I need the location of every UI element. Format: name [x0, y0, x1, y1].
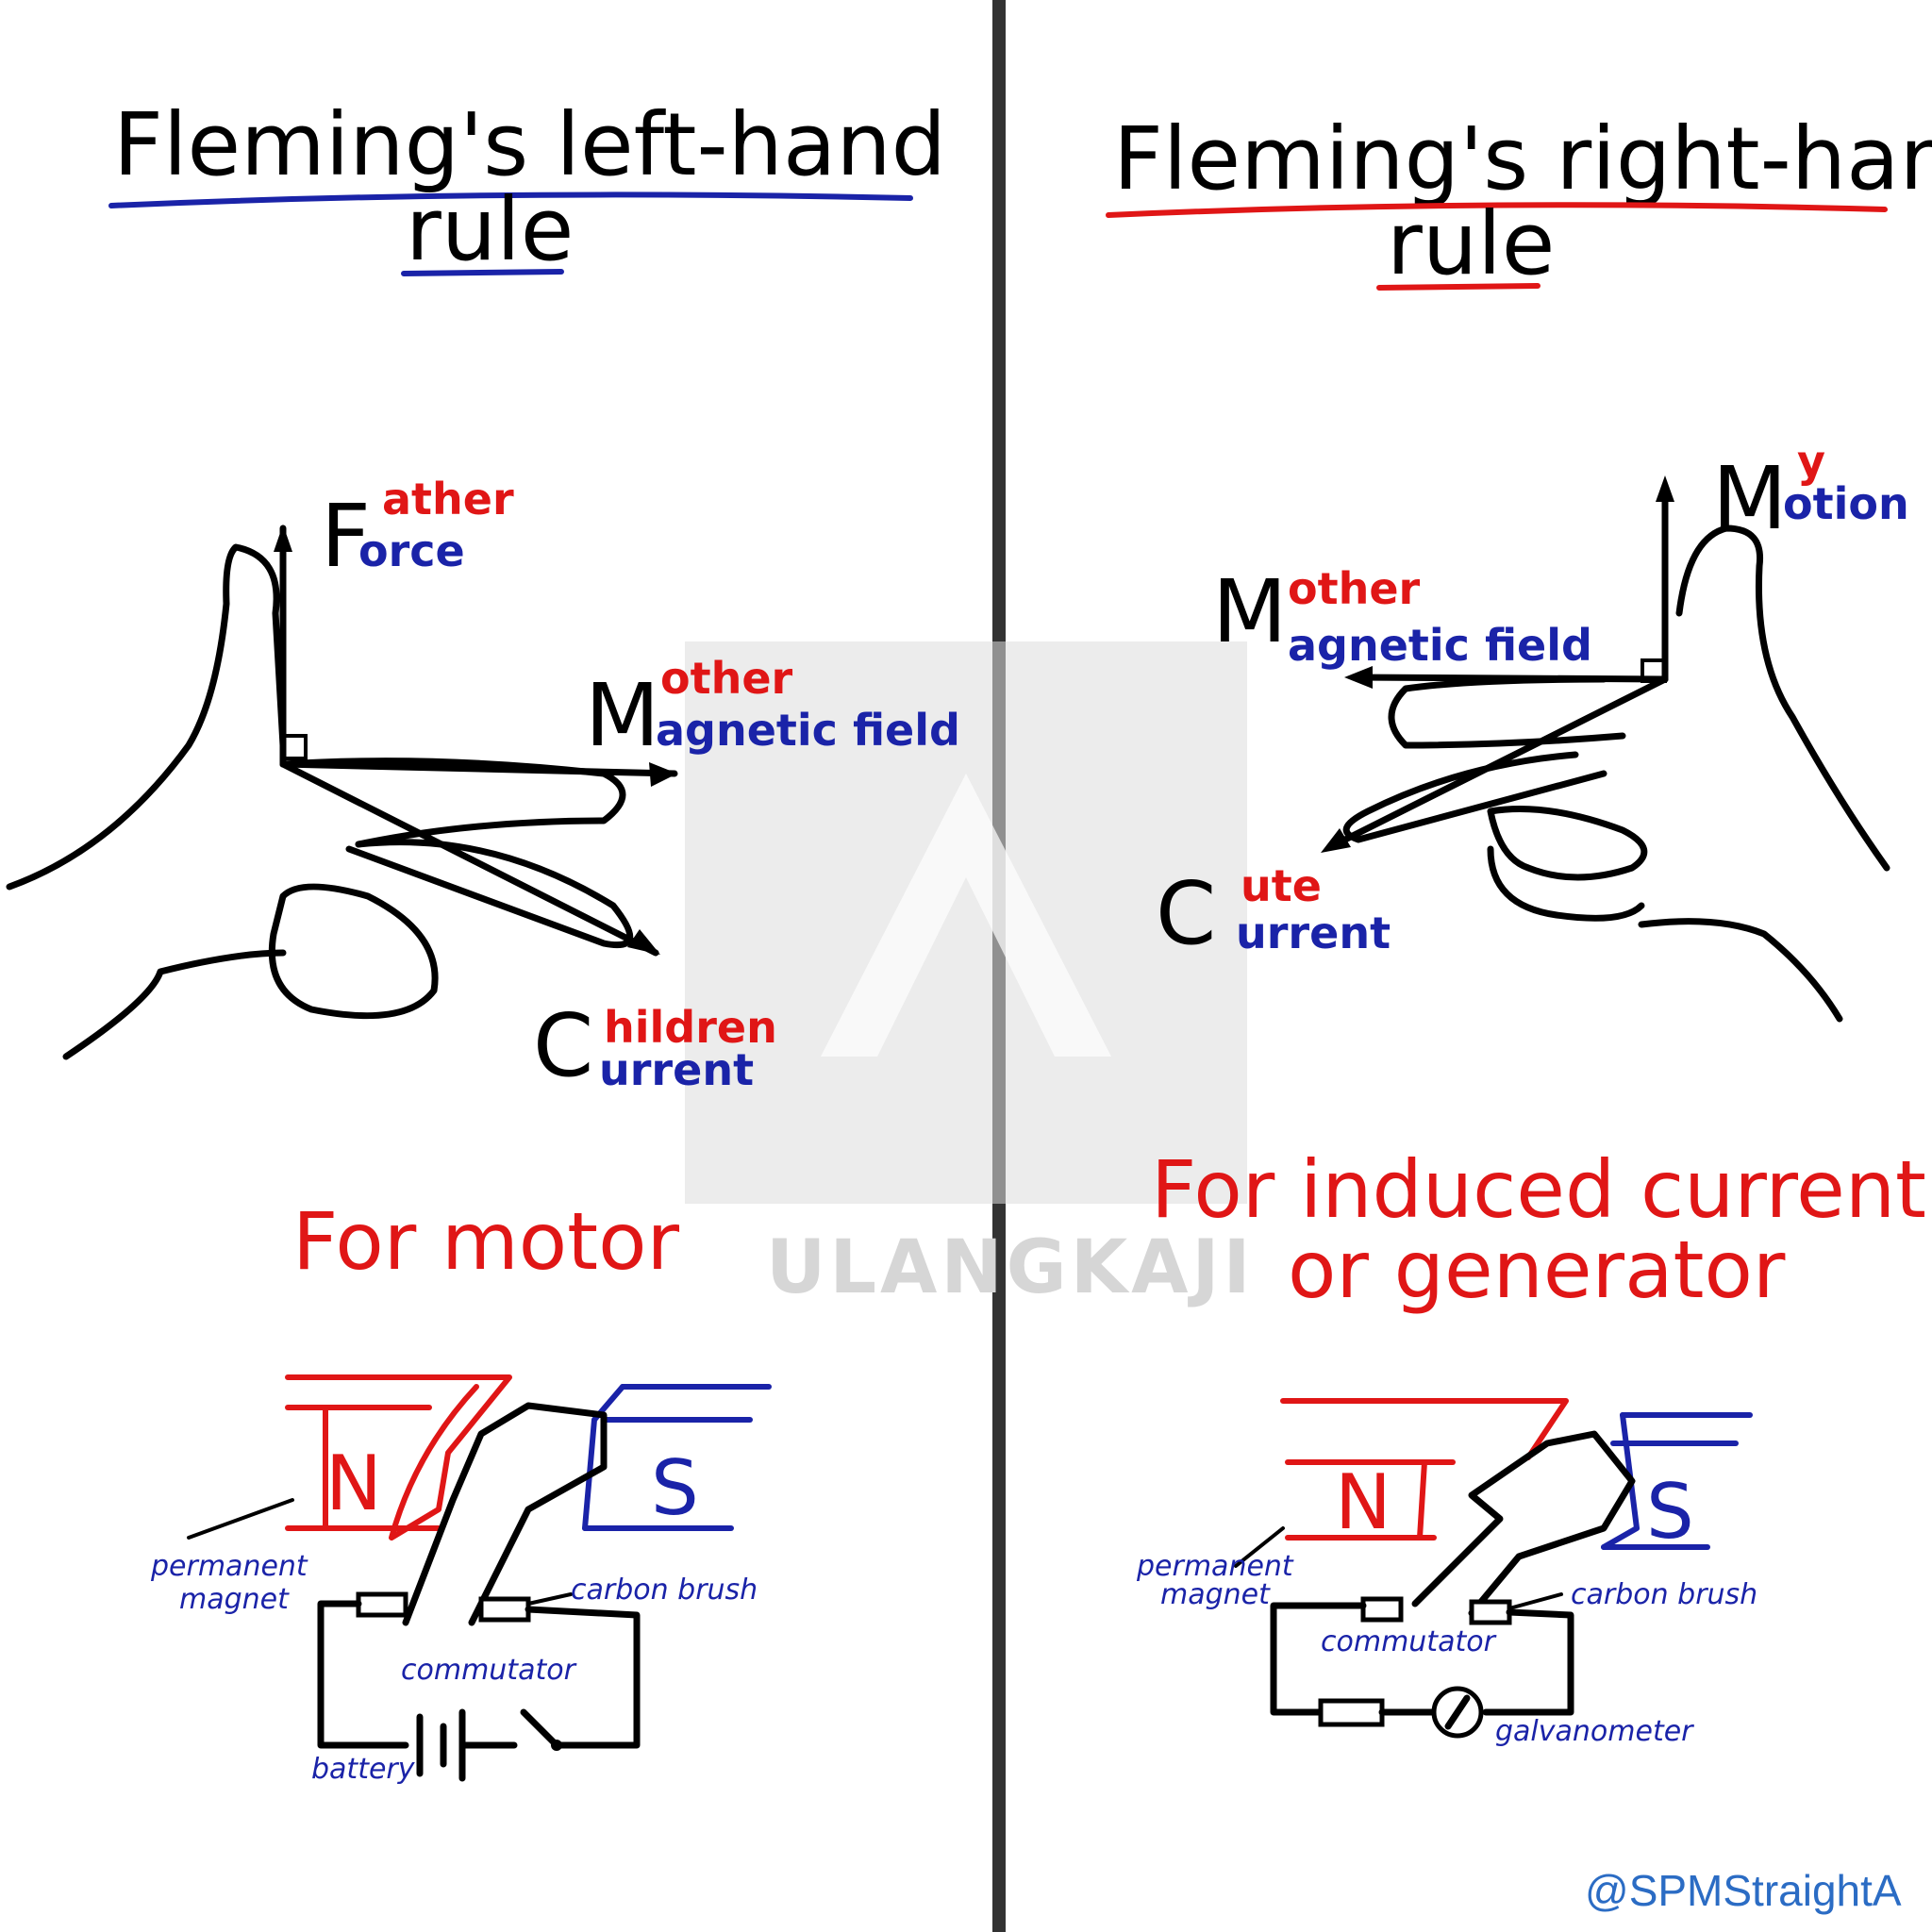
- right-current-mnemonic: ute: [1241, 860, 1322, 911]
- left-label-permanent: permanent: [150, 1550, 308, 1583]
- left-force-word: orce: [358, 525, 465, 576]
- right-title: Fleming's right-hand: [1113, 108, 1932, 209]
- right-caption-line1: For induced current: [1151, 1143, 1926, 1236]
- left-field-word: agnetic field: [656, 705, 960, 756]
- right-panel: Fleming's right-hand rule M y otion M ot…: [1106, 108, 1932, 1748]
- left-current-word: urrent: [599, 1044, 754, 1095]
- right-north-pole: N: [1335, 1458, 1391, 1546]
- right-title-rule: rule: [1387, 193, 1555, 294]
- watermark: ULANGKAJI: [685, 641, 1255, 1310]
- right-motion-mnemonic: y: [1797, 436, 1825, 487]
- right-motion-word: otion: [1783, 478, 1909, 529]
- left-title: Fleming's left-hand: [113, 94, 946, 195]
- left-north-pole: N: [325, 1440, 382, 1527]
- right-field-word: agnetic field: [1288, 620, 1592, 671]
- left-title-rule: rule: [406, 179, 574, 280]
- right-motion-letter: M: [1712, 448, 1787, 549]
- right-field-mnemonic: other: [1288, 563, 1421, 614]
- left-hand-drawing: [6, 525, 678, 1060]
- right-south-pole: S: [1646, 1468, 1694, 1556]
- left-label-commutator: commutator: [401, 1654, 577, 1687]
- right-generator-diagram: N S permanent magnet carbon brush commut…: [1136, 1398, 1757, 1748]
- right-label-permanent: permanent: [1136, 1550, 1294, 1583]
- left-field-letter: M: [585, 665, 659, 766]
- right-label-commutator: commutator: [1321, 1625, 1497, 1658]
- left-panel: Fleming's left-hand rule F ather orce M …: [6, 94, 960, 1786]
- left-label-magnet: magnet: [179, 1583, 290, 1616]
- right-label-magnet: magnet: [1160, 1578, 1271, 1611]
- right-field-letter: M: [1212, 561, 1287, 662]
- left-caption: For motor: [292, 1195, 679, 1288]
- credit-handle: @SPMStraightA: [1585, 1866, 1902, 1915]
- left-south-pole: S: [651, 1444, 699, 1532]
- left-motor-diagram: N S permanent magnet carbon brush commut…: [150, 1374, 772, 1786]
- right-caption-line2: or generator: [1288, 1224, 1786, 1316]
- left-field-mnemonic: other: [660, 653, 793, 704]
- right-label-galvanometer: galvanometer: [1495, 1715, 1694, 1748]
- watermark-text: ULANGKAJI: [766, 1225, 1255, 1310]
- right-hand-drawing: [1321, 475, 1890, 1023]
- right-current-word: urrent: [1236, 908, 1391, 958]
- left-label-battery: battery: [311, 1753, 416, 1786]
- right-current-letter: C: [1156, 863, 1216, 964]
- left-label-brush: carbon brush: [571, 1574, 758, 1607]
- left-current-mnemonic: hildren: [604, 1002, 777, 1053]
- right-label-brush: carbon brush: [1571, 1578, 1757, 1611]
- left-force-letter: F: [321, 486, 371, 587]
- left-force-mnemonic: ather: [382, 474, 514, 525]
- left-current-letter: C: [533, 995, 593, 1096]
